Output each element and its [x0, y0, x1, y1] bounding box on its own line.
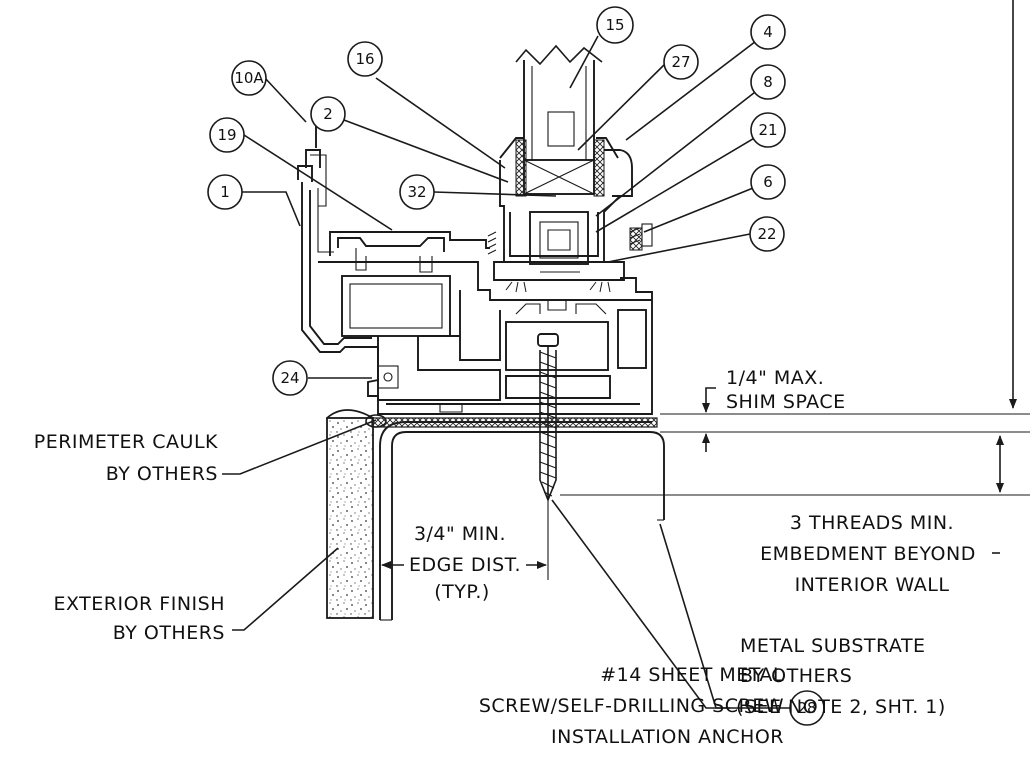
- substrate-note-line2: BY OTHERS: [740, 665, 852, 687]
- screw-note-line1: #14 SHEET METAL: [600, 664, 784, 686]
- balloon-21: 21: [750, 112, 786, 148]
- substrate-note-line3: (SEE NOTE 2, SHT. 1): [736, 696, 946, 718]
- installation-screw: [537, 333, 559, 503]
- finish-note-line2: BY OTHERS: [113, 622, 225, 644]
- shim-sealant-strip: [371, 417, 658, 428]
- substrate-note-line1: METAL SUBSTRATE: [740, 635, 926, 657]
- shim-note-line2: SHIM SPACE: [726, 391, 846, 413]
- svg-text:2: 2: [323, 105, 333, 123]
- embed-note-line1: 3 THREADS MIN.: [790, 512, 954, 534]
- svg-text:15: 15: [605, 16, 624, 34]
- caulk-note-line1: PERIMETER CAULK: [34, 431, 218, 453]
- balloon-6: 6: [750, 164, 786, 200]
- exterior-finish-wall: [326, 409, 387, 619]
- balloon-15: 15: [596, 6, 634, 44]
- drawing-notes: 1/4" MAX. SHIM SPACE PERIMETER CAULK BY …: [34, 367, 976, 748]
- edge-note-line1: 3/4" MIN.: [414, 523, 506, 545]
- edge-note-line2: EDGE DIST.: [409, 554, 521, 576]
- dimension-lines: [381, 0, 1030, 580]
- svg-text:22: 22: [757, 225, 776, 243]
- balloon-8: 8: [750, 64, 786, 100]
- svg-text:24: 24: [280, 369, 299, 387]
- caulk-note-line2: BY OTHERS: [106, 463, 218, 485]
- svg-text:1: 1: [220, 183, 230, 201]
- screw-note-line3: INSTALLATION ANCHOR: [551, 726, 784, 748]
- callout-balloons: 15 16 27 4 10A 8 2 19 21 1 32 6 22 24 28: [207, 6, 825, 726]
- svg-text:19: 19: [217, 126, 236, 144]
- svg-text:32: 32: [407, 183, 426, 201]
- sash-glazing-assembly: [487, 44, 653, 293]
- shim-note-line1: 1/4" MAX.: [726, 367, 824, 389]
- balloon-4: 4: [750, 14, 786, 50]
- leader-lines: [222, 31, 1000, 709]
- svg-text:27: 27: [671, 53, 690, 71]
- screw-note-line2: SCREW/SELF-DRILLING SCREW: [479, 695, 784, 717]
- svg-text:21: 21: [758, 121, 777, 139]
- balloon-32: 32: [399, 174, 435, 210]
- embed-note-line2: EMBEDMENT BEYOND: [760, 543, 976, 565]
- svg-text:28: 28: [797, 699, 816, 717]
- svg-text:6: 6: [763, 173, 773, 191]
- metal-substrate: [379, 421, 665, 621]
- balloon-2: 2: [310, 96, 346, 132]
- balloon-28: 28: [789, 690, 825, 726]
- svg-text:4: 4: [763, 23, 773, 41]
- svg-text:10A: 10A: [234, 69, 264, 87]
- balloon-1: 1: [207, 174, 243, 210]
- svg-text:16: 16: [355, 50, 374, 68]
- svg-text:8: 8: [763, 73, 773, 91]
- balloon-27: 27: [663, 44, 699, 80]
- sill-frame-profile: [297, 103, 653, 415]
- balloon-22: 22: [749, 216, 785, 252]
- edge-note-line3: (TYP.): [434, 581, 490, 603]
- finish-note-line1: EXTERIOR FINISH: [54, 593, 226, 615]
- balloon-10a: 10A: [231, 60, 267, 96]
- balloon-24: 24: [272, 360, 308, 396]
- embed-note-line3: INTERIOR WALL: [795, 574, 950, 596]
- balloon-16: 16: [347, 41, 383, 77]
- balloon-19: 19: [209, 117, 245, 153]
